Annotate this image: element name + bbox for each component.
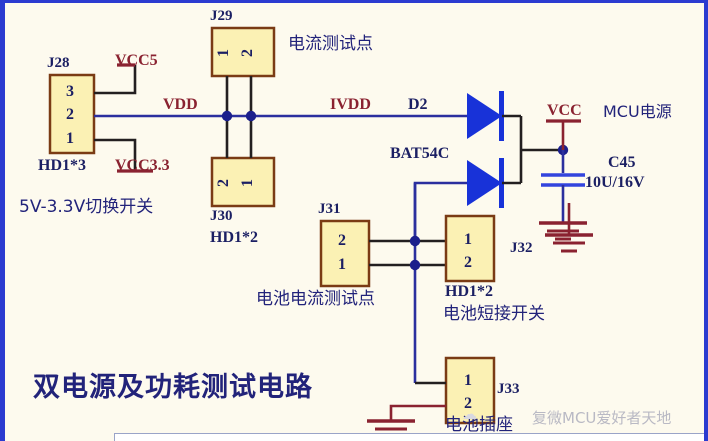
diode-d2-upper-cathode-bar — [499, 91, 504, 141]
ref-des-j28: J28 — [47, 55, 70, 71]
part-label-bat54c: BAT54C — [390, 145, 450, 162]
bottom-panel — [114, 433, 704, 441]
ref-des-d2: D2 — [408, 96, 428, 113]
net-label-ivdd: IVDD — [330, 96, 371, 113]
pin-label-j29-2: 2 — [239, 49, 256, 57]
pin-label-j31-1: 1 — [338, 256, 346, 273]
annotation-battery-short-switch: 电池短接开关 — [443, 304, 545, 324]
watermark-text: 复微MCU爱好者天地 — [532, 409, 672, 427]
schematic-canvas — [48, 26, 593, 439]
ref-des-c45: C45 — [608, 154, 636, 171]
pin-label-j33-1: 1 — [464, 372, 472, 389]
junction-dot-j31-pin1 — [409, 259, 421, 271]
ref-des-j32: J32 — [510, 240, 533, 256]
connector-body-j32[interactable] — [444, 214, 496, 283]
pin-label-j28-1: 1 — [66, 130, 74, 147]
diode-d2-lower-cathode-bar — [499, 158, 504, 208]
wire-j33-pin2-ground — [389, 404, 446, 421]
wire-j28-pin1-vcc33 — [94, 138, 137, 171]
pin-label-j33-2: 2 — [464, 395, 472, 412]
annotation-battery-socket: 电池插座 — [445, 415, 513, 435]
connector-body-j30[interactable] — [210, 156, 276, 208]
diode-d2-upper-triangle — [467, 93, 502, 139]
pin-label-j28-3: 3 — [66, 83, 74, 100]
connector-body-j33[interactable] — [444, 356, 496, 425]
footprint-label-j30: HD1*2 — [210, 229, 258, 246]
power-label-vcc5: VCC5 — [115, 52, 158, 69]
connector-body-j31[interactable] — [319, 219, 371, 288]
pin-label-j29-1: 1 — [215, 49, 232, 57]
power-label-vcc33: VCC3.3 — [115, 157, 170, 174]
pin-label-j30-2: 2 — [215, 179, 232, 187]
connector-body-j28[interactable] — [48, 73, 96, 155]
connector-body-j29[interactable] — [210, 26, 276, 78]
pin-label-j32-1: 1 — [464, 231, 472, 248]
pin-label-j31-2: 2 — [338, 232, 346, 249]
diode-d2-lower-triangle — [467, 160, 502, 206]
net-label-vdd: VDD — [163, 96, 198, 113]
annotation-battery-current-test-point: 电池电流测试点 — [256, 289, 375, 309]
annotation-current-test-point: 电流测试点 — [288, 34, 373, 54]
junction-dot-vdd-a — [221, 110, 233, 122]
pin-label-j28-2: 2 — [66, 106, 74, 123]
diagram-title: 双电源及功耗测试电路 — [33, 372, 313, 403]
ref-des-j30: J30 — [210, 208, 233, 224]
junction-dot-j31-pin2 — [409, 235, 421, 247]
annotation-switch-5v-33v: 5V-3.3V切换开关 — [19, 197, 154, 217]
wire-j28-pin3-vcc5 — [94, 65, 137, 95]
pin-label-j30-1: 1 — [239, 179, 256, 187]
value-label-c45: 10U/16V — [585, 174, 645, 191]
ref-des-j33: J33 — [497, 381, 520, 397]
pin-label-j32-2: 2 — [464, 254, 472, 271]
footprint-label-j28: HD1*3 — [38, 157, 86, 174]
annotation-mcu-power: MCU电源 — [603, 102, 672, 121]
ref-des-j31: J31 — [318, 201, 341, 217]
ref-des-j29: J29 — [210, 8, 233, 24]
footprint-label-j32: HD1*2 — [445, 283, 493, 300]
watermark-logo-icon: ☁ — [462, 407, 477, 423]
junction-dot-vdd-b — [245, 110, 257, 122]
power-label-vcc: VCC — [547, 102, 582, 119]
